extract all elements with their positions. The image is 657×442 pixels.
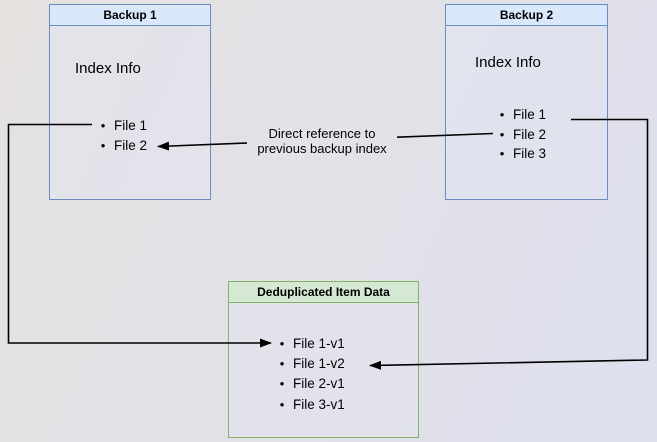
- file-entry: File 2: [114, 137, 148, 153]
- backup2-header: Backup 2: [446, 5, 607, 26]
- list-item: • File 1: [496, 105, 546, 125]
- file-entry: File 1-v1: [293, 335, 345, 351]
- bullet-icon: •: [499, 146, 505, 162]
- list-item: • File 2: [496, 125, 546, 145]
- dedup-store-box: Deduplicated Item Data • File 1-v1 • Fil…: [228, 281, 419, 438]
- list-item: • File 1: [97, 115, 147, 135]
- backup2-index-info-label: Index Info: [475, 54, 541, 71]
- edge-label-direct-reference: Direct reference to previous backup inde…: [247, 125, 397, 157]
- bullet-icon: •: [279, 376, 285, 392]
- file-entry: File 1: [513, 107, 547, 123]
- list-item: • File 1-v2: [276, 353, 345, 373]
- bullet-icon: •: [279, 396, 285, 412]
- backup1-file-list: • File 1 • File 2: [97, 115, 147, 155]
- dedup-store-header: Deduplicated Item Data: [229, 282, 418, 303]
- bullet-icon: •: [100, 137, 106, 153]
- backup1-title: Backup 1: [103, 8, 157, 22]
- bullet-icon: •: [499, 126, 505, 142]
- backup1-box: Backup 1 Index Info • File 1 • File 2: [49, 4, 211, 200]
- dedup-file-list: • File 1-v1 • File 1-v2 • File 2-v1 • Fi…: [276, 333, 345, 414]
- backup2-box: Index Info Backup 2 • File 1 • File 2 • …: [445, 4, 608, 200]
- file-entry: File 1: [114, 117, 148, 133]
- bullet-icon: •: [499, 107, 505, 123]
- file-entry: File 3-v1: [293, 396, 345, 412]
- backup1-header: Backup 1: [50, 5, 210, 26]
- list-item: • File 2-v1: [276, 374, 345, 394]
- file-entry: File 1-v2: [293, 355, 345, 371]
- file-entry: File 2: [513, 126, 547, 142]
- backup2-file-list: • File 1 • File 2 • File 3: [496, 105, 546, 164]
- list-item: • File 3-v1: [276, 394, 345, 414]
- arrow-backup2-file1-to-dedup: [369, 118, 649, 370]
- dedup-store-title: Deduplicated Item Data: [257, 285, 390, 299]
- list-item: • File 1-v1: [276, 333, 345, 353]
- backup1-index-info-label: Index Info: [75, 60, 141, 77]
- file-entry: File 2-v1: [293, 376, 345, 392]
- bullet-icon: •: [279, 335, 285, 351]
- bullet-icon: •: [279, 355, 285, 371]
- arrow-backup1-file1-to-dedup: [7, 123, 272, 348]
- backup2-title: Backup 2: [499, 8, 554, 22]
- file-entry: File 3: [513, 146, 547, 162]
- bullet-icon: •: [100, 117, 106, 133]
- list-item: • File 2: [97, 135, 147, 155]
- list-item: • File 3: [496, 144, 546, 164]
